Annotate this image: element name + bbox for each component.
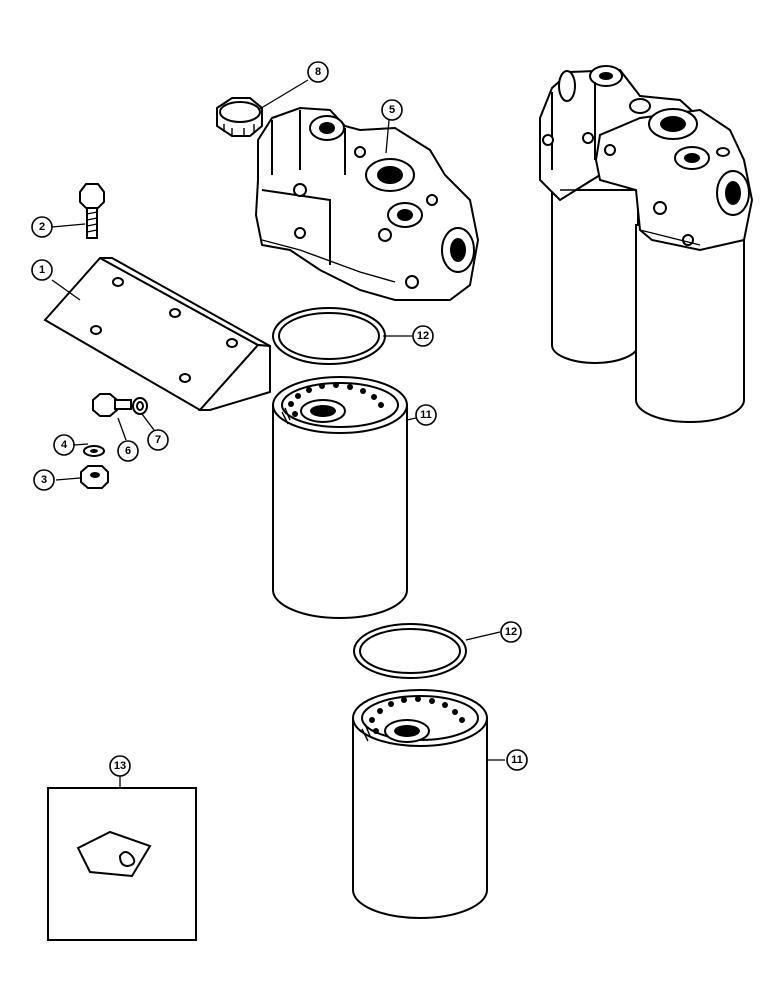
callout-4-label: 4 [61, 439, 68, 451]
callout-1: 1 [31, 259, 53, 281]
callout-2-label: 2 [39, 221, 45, 233]
callout-3: 3 [33, 469, 55, 491]
seal-ring-lower-part [353, 623, 467, 679]
nut-part [80, 465, 109, 489]
plug-part [216, 97, 263, 137]
callout-8-label: 8 [315, 66, 321, 78]
callout-2: 2 [31, 216, 53, 238]
callout-3-label: 3 [41, 474, 47, 486]
callout-12-lower: 12 [500, 621, 522, 643]
lock-washer-part [132, 397, 148, 415]
seal-ring-upper-part [272, 307, 386, 365]
callout-11-upper: 11 [415, 404, 437, 426]
callout-1-label: 1 [39, 264, 45, 276]
callout-12-lower-label: 12 [505, 626, 517, 638]
washer-part [83, 445, 105, 457]
leader-lines [51, 79, 505, 788]
callout-6-label: 6 [125, 445, 131, 457]
filter-element-upper-part [272, 376, 408, 619]
filter-assembly-view [539, 65, 754, 423]
callout-12-upper-label: 12 [417, 330, 429, 342]
bolt-part [79, 183, 105, 239]
callout-7: 7 [147, 429, 169, 451]
filter-element-lower-part [352, 689, 488, 919]
callout-11-upper-label: 11 [420, 409, 432, 421]
cap-screw-part [92, 393, 132, 417]
filter-head-part [254, 106, 480, 301]
shim-kit-box [47, 787, 197, 941]
callout-13: 13 [109, 755, 131, 777]
callout-5: 5 [381, 99, 403, 121]
callout-7-label: 7 [155, 434, 161, 446]
callout-5-label: 5 [389, 104, 395, 116]
callout-13-label: 13 [114, 760, 126, 772]
callout-4: 4 [53, 434, 75, 456]
callout-8: 8 [307, 61, 329, 83]
callout-6: 6 [117, 440, 139, 462]
callout-11-lower: 11 [506, 749, 528, 771]
callout-11-lower-label: 11 [511, 754, 523, 766]
mounting-bracket-part [43, 256, 271, 412]
callout-12-upper: 12 [412, 325, 434, 347]
